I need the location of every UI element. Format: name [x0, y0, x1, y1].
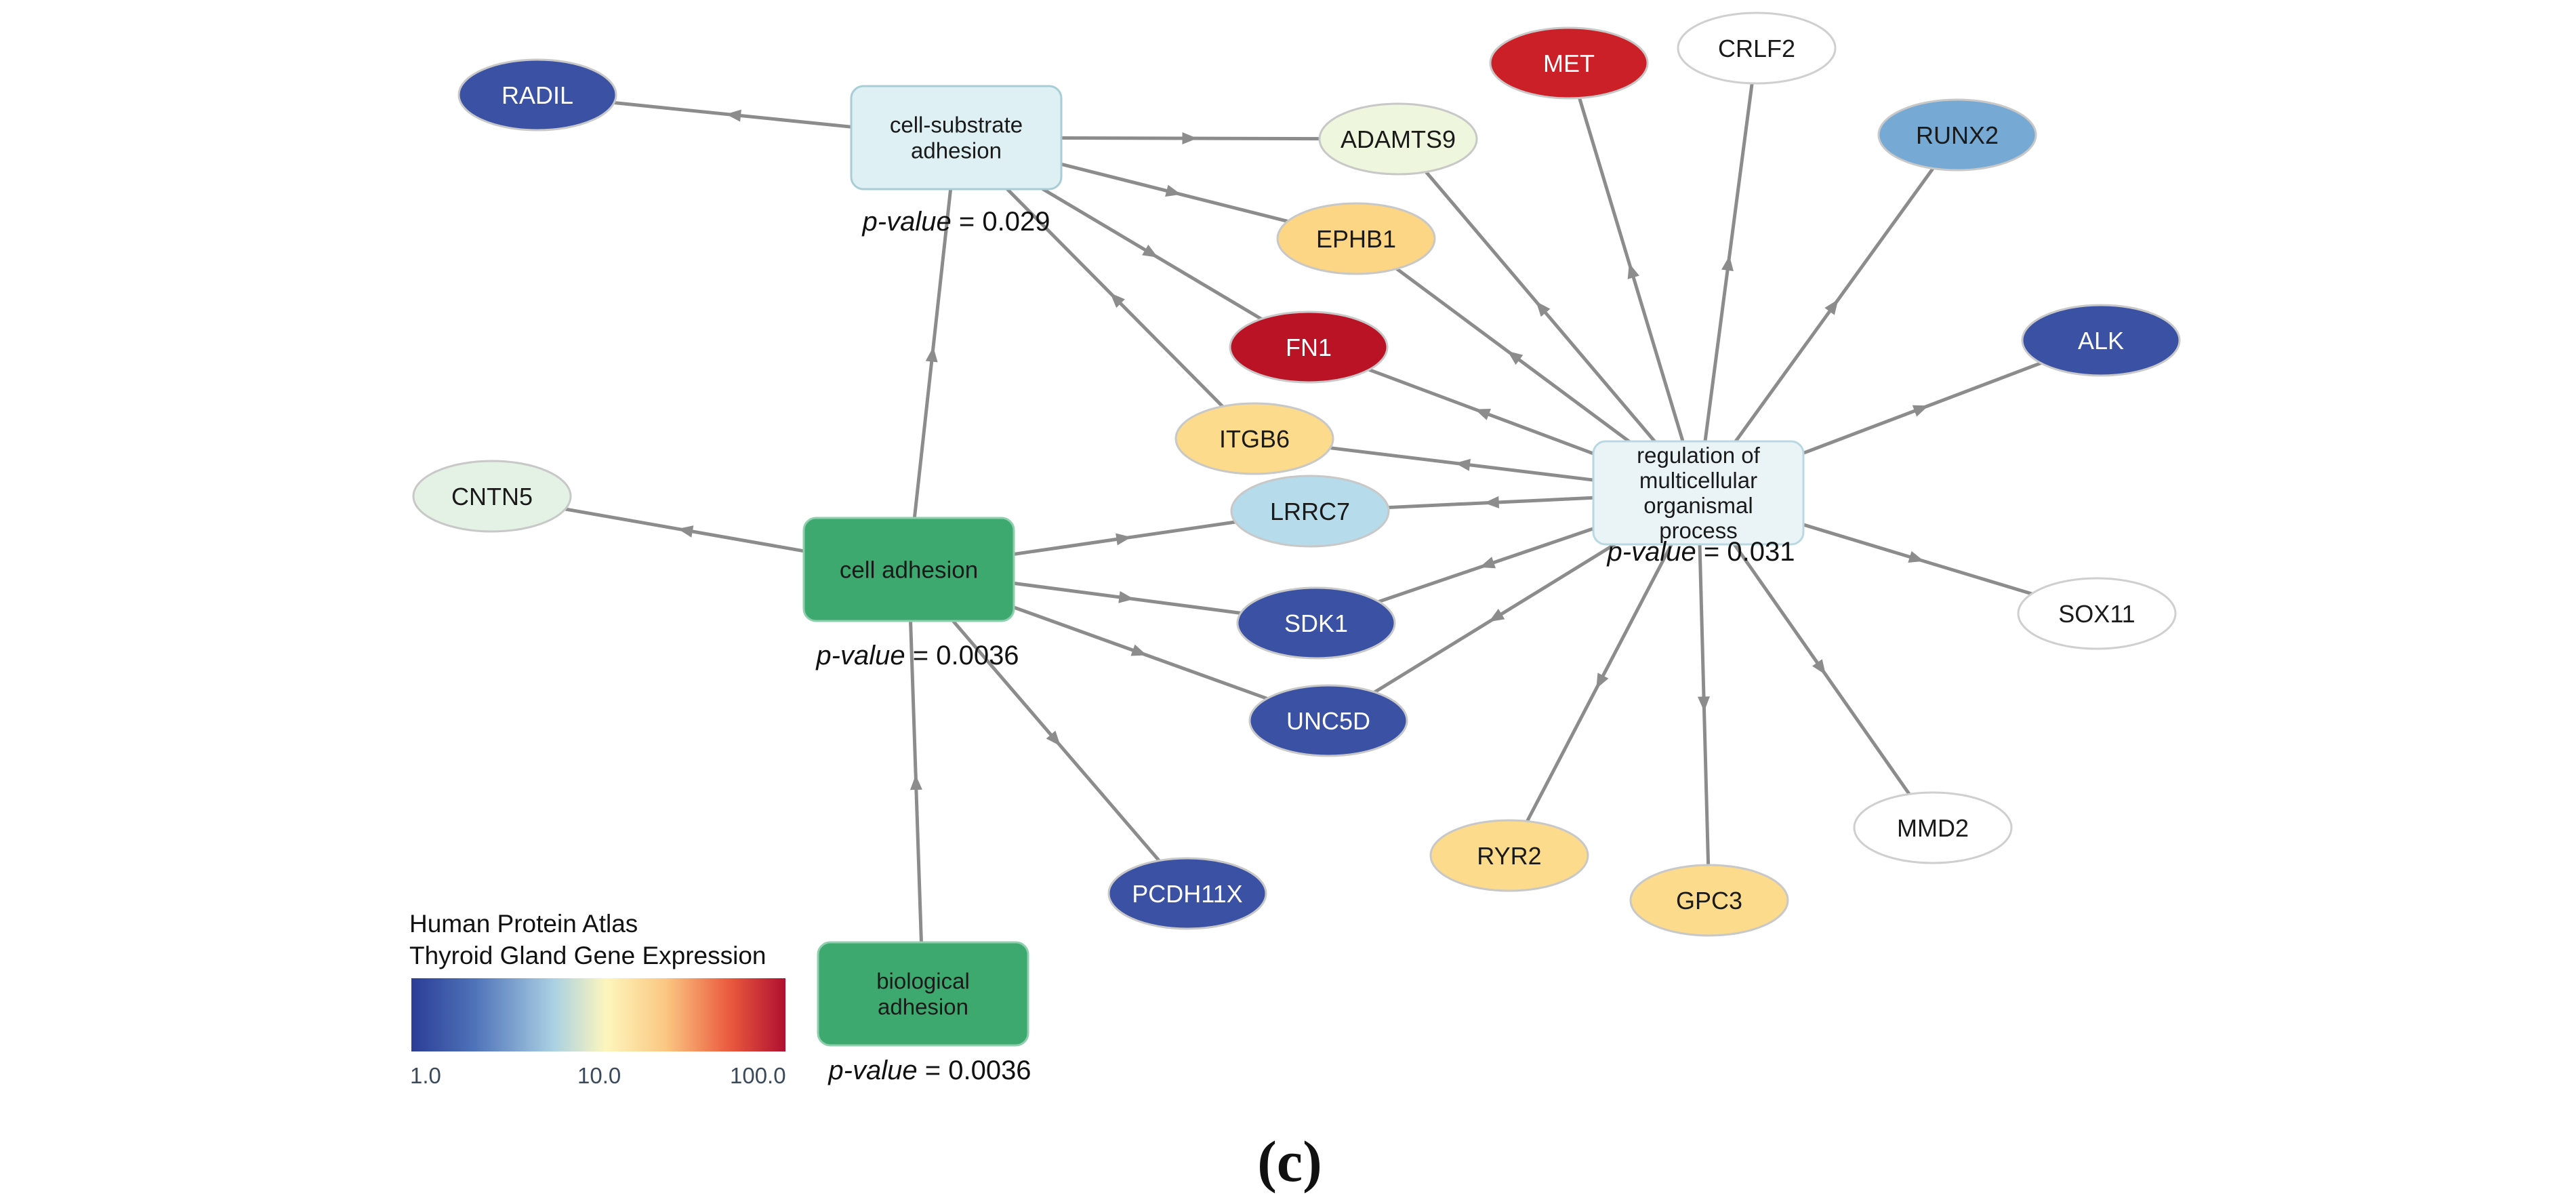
- edge-regulation-to-fn1: [1367, 367, 1595, 456]
- edge-cell-substrate-to-fn1: [1041, 187, 1263, 321]
- edge-cell-substrate-to-adamts9: [1059, 132, 1322, 145]
- edge-cell-substrate-to-ephb1: [1059, 162, 1290, 223]
- process-label-line: adhesion: [878, 995, 968, 1020]
- gene-node-ephb1: EPHB1: [1276, 202, 1436, 275]
- p-value-number: = 0.0036: [918, 1056, 1031, 1085]
- legend-tick-max: 100.0: [730, 1063, 786, 1088]
- process-label-line: organismal: [1643, 493, 1753, 518]
- process-node-regulation: regulation ofmulticellularorganismalproc…: [1592, 440, 1805, 567]
- legend-tick-min: 1.0: [410, 1063, 441, 1088]
- p-value-number: = 0.0036: [905, 641, 1019, 670]
- process-label-line: multicellular: [1639, 468, 1757, 493]
- edge-regulation-to-lrrc7: [1386, 496, 1595, 510]
- gene-node-cntn5: CNTN5: [412, 460, 572, 533]
- process-label-line: adhesion: [911, 138, 1002, 163]
- p-value-annotation: p-value = 0.0036: [827, 1056, 1031, 1085]
- p-value-label: p-value: [827, 1056, 917, 1085]
- gene-node-gpc3: GPC3: [1629, 864, 1789, 937]
- edge-regulation-to-gpc3: [1698, 542, 1711, 867]
- edge-regulation-to-sdk1: [1376, 527, 1595, 604]
- edge-regulation-to-itgb6: [1328, 446, 1595, 482]
- process-label-line: cell-substrate: [890, 113, 1023, 138]
- gene-node-itgb6: ITGB6: [1174, 402, 1334, 475]
- gene-label: PCDH11X: [1132, 880, 1242, 908]
- gene-label: SDK1: [1284, 609, 1348, 637]
- edge-regulation-to-unc5d: [1372, 542, 1616, 694]
- edge-regulation-to-mmd2: [1732, 542, 1911, 796]
- process-label-line: process: [1659, 518, 1738, 543]
- gene-label: FN1: [1286, 334, 1332, 361]
- edge-regulation-to-crlf2: [1703, 81, 1754, 443]
- gene-label: ITGB6: [1219, 425, 1290, 453]
- gene-node-sdk1: SDK1: [1236, 586, 1396, 660]
- p-value-annotation: p-value = 0.031: [1607, 537, 1795, 567]
- edges-layer: [563, 81, 2043, 944]
- p-value-annotation: p-value = 0.0036: [815, 641, 1019, 670]
- process-label-line: cell adhesion: [840, 557, 978, 583]
- process-label-line: biological: [876, 969, 970, 994]
- gene-label: MET: [1543, 49, 1595, 77]
- legend-color-gradient: [411, 978, 785, 1051]
- gene-label: EPHB1: [1316, 225, 1396, 253]
- gene-node-mmd2: MMD2: [1853, 791, 2013, 864]
- gene-node-sox11: SOX11: [2017, 577, 2177, 650]
- gene-label: CRLF2: [1718, 35, 1795, 62]
- gene-label: ADAMTS9: [1341, 125, 1456, 153]
- gene-node-alk: ALK: [2021, 304, 2181, 377]
- edge-cell-substrate-to-radil: [612, 101, 853, 129]
- edge-cell-adhesion-to-sdk1: [1012, 581, 1243, 615]
- gene-node-pcdh11x: PCDH11X: [1107, 857, 1267, 930]
- expression-legend: Human Protein Atlas Thyroid Gland Gene E…: [409, 910, 786, 1088]
- gene-node-met: MET: [1489, 26, 1649, 100]
- gene-label: CNTN5: [451, 483, 533, 510]
- gene-node-crlf2: CRLF2: [1677, 12, 1837, 85]
- legend-title-line1: Human Protein Atlas: [409, 910, 638, 938]
- gene-node-ryr2: RYR2: [1429, 819, 1589, 892]
- gene-node-unc5d: UNC5D: [1248, 684, 1408, 757]
- process-node-cell-adhesion: cell adhesion p-value = 0.0036: [802, 517, 1019, 670]
- edge-regulation-to-adamts9: [1424, 170, 1657, 443]
- gene-node-radil: RADIL: [457, 58, 617, 132]
- gene-label: GPC3: [1676, 887, 1742, 915]
- p-value-label: p-value: [862, 207, 952, 237]
- p-value-number: = 0.029: [952, 207, 1050, 237]
- gene-node-lrrc7: LRRC7: [1230, 475, 1390, 548]
- legend-title-line2: Thyroid Gland Gene Expression: [409, 942, 766, 969]
- edge-cell-adhesion-to-lrrc7: [1012, 520, 1238, 556]
- edge-regulation-to-sox11: [1801, 523, 2034, 596]
- p-value-annotation: p-value = 0.029: [862, 207, 1050, 237]
- gene-label: UNC5D: [1286, 707, 1370, 735]
- gene-node-runx2: RUNX2: [1877, 98, 2037, 172]
- gene-label: SOX11: [2058, 600, 2135, 628]
- gene-node-fn1: FN1: [1229, 310, 1389, 384]
- gene-label: RYR2: [1477, 842, 1541, 870]
- gene-label: LRRC7: [1270, 498, 1350, 525]
- p-value-number: = 0.031: [1696, 537, 1795, 567]
- process-label-line: regulation of: [1637, 443, 1760, 468]
- edge-regulation-to-ephb1: [1395, 267, 1631, 443]
- edge-regulation-to-met: [1578, 96, 1685, 443]
- edge-cell-adhesion-to-unc5d: [1012, 605, 1269, 700]
- p-value-label: p-value: [1607, 537, 1696, 567]
- gene-label: ALK: [2078, 327, 2124, 355]
- gene-label: RUNX2: [1916, 121, 1999, 149]
- panel-label: (c): [1257, 1129, 1322, 1194]
- edge-cell-adhesion-to-cell-substrate: [912, 187, 953, 520]
- edge-cell-adhesion-to-cntn5: [563, 507, 806, 553]
- edge-regulation-to-alk: [1801, 361, 2043, 455]
- edge-cell-adhesion-to-pcdh11x: [951, 619, 1161, 862]
- gene-label: RADIL: [502, 81, 573, 109]
- gene-node-adamts9: ADAMTS9: [1318, 102, 1478, 176]
- edge-regulation-to-ryr2: [1525, 542, 1673, 823]
- edge-itgb6-to-cell-substrate: [1005, 187, 1225, 408]
- edge-regulation-to-runx2: [1734, 166, 1935, 443]
- edge-biological-adhesion-to-cell-adhesion: [909, 619, 923, 944]
- p-value-label: p-value: [815, 641, 905, 670]
- legend-tick-mid: 10.0: [577, 1063, 621, 1088]
- gene-label: MMD2: [1897, 814, 1969, 842]
